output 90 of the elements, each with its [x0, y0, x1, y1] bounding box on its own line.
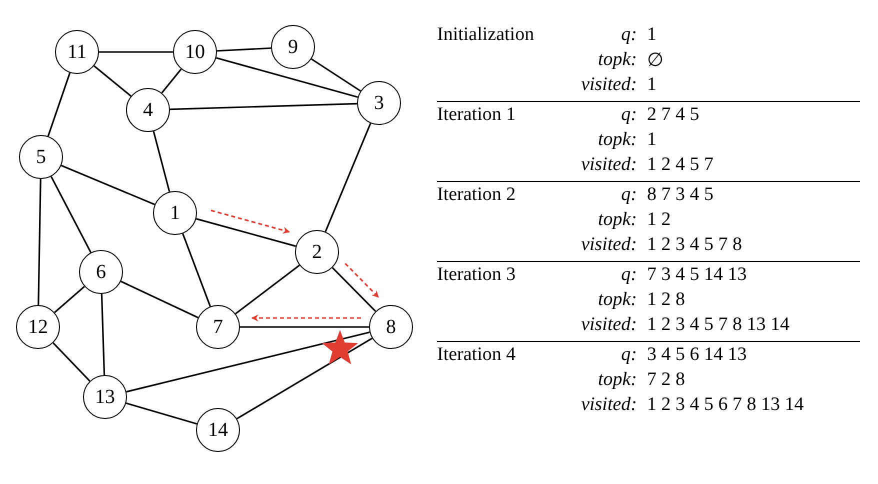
arrow [251, 314, 361, 322]
node-label: 6 [96, 260, 106, 284]
variable-name: topk: [598, 128, 638, 150]
variable-name: q: [621, 24, 638, 46]
graph-edge [170, 102, 358, 110]
variable-value: 1 [647, 24, 656, 46]
variable-value: 1 2 3 4 5 6 7 8 13 14 [647, 394, 804, 416]
node-label: 12 [28, 316, 48, 338]
variable-value: 7 2 8 [647, 368, 685, 390]
variable-name: topk: [598, 48, 638, 70]
variable-value: 1 2 8 [647, 288, 685, 310]
section-heading: Iteration 4 [437, 344, 517, 366]
graph-edge [311, 58, 361, 92]
variable-name: visited: [581, 314, 638, 336]
node-label: 5 [36, 146, 46, 168]
section-heading: Iteration 2 [437, 184, 517, 206]
variable-value: 3 4 5 6 14 13 [647, 344, 747, 366]
node-label: 4 [143, 98, 153, 122]
variable-name: topk: [598, 208, 638, 230]
graph-edge [196, 218, 296, 247]
graph-edge [240, 326, 369, 328]
graph-node [153, 191, 197, 235]
section-heading: Iteration 1 [437, 104, 517, 126]
arrow [210, 210, 290, 234]
variable-name: visited: [581, 234, 638, 256]
graph-node [173, 30, 217, 74]
variable-value: 8 7 3 4 5 [647, 184, 714, 206]
graph-node [369, 305, 413, 349]
graph-node [295, 230, 339, 274]
graph-node [79, 250, 123, 294]
graph-edge [47, 72, 71, 136]
node-label: 11 [67, 40, 87, 64]
variable-value: 7 3 4 5 14 13 [647, 264, 747, 286]
variable-name: visited: [581, 154, 638, 176]
graph-edge [216, 57, 358, 98]
variable-value: 1 2 4 5 7 [647, 154, 714, 176]
variable-value: 1 [647, 128, 656, 150]
graph-edge [161, 68, 182, 94]
graph-node [19, 135, 63, 179]
graph-node [55, 30, 99, 74]
graph-edge [94, 65, 132, 97]
variable-value: 1 2 3 4 5 7 8 [647, 234, 742, 256]
node-label: 1 [170, 202, 180, 224]
variable-value: ∅ [647, 48, 664, 72]
node-label: 2 [312, 240, 322, 264]
arrow [344, 262, 380, 298]
variable-name: q: [621, 344, 638, 366]
graph-edge [61, 164, 155, 206]
graph-edge [38, 178, 42, 306]
graph-node [196, 305, 240, 349]
variable-name: topk: [598, 288, 638, 310]
graph-node [196, 408, 240, 452]
graph-edge [126, 331, 370, 393]
graph-edge [52, 342, 90, 382]
node-label: 14 [208, 418, 228, 442]
node-label: 3 [374, 92, 384, 114]
graph-node [271, 25, 315, 69]
node-label: 10 [185, 40, 205, 64]
section-heading: Initialization [437, 24, 536, 46]
variable-name: visited: [581, 74, 638, 96]
variable-name: q: [621, 104, 638, 126]
graph-node [83, 375, 127, 419]
graph-edge [100, 294, 106, 376]
graph-edge [236, 338, 372, 420]
graph-node [126, 88, 170, 132]
section-heading: Iteration 3 [437, 264, 517, 286]
graph-edge [216, 47, 272, 52]
graph-edge [235, 264, 300, 314]
graph-node [16, 305, 60, 349]
node-label: 9 [288, 36, 298, 58]
graph-edge [120, 280, 198, 318]
graph-edge [152, 131, 170, 192]
graph-edge [324, 123, 372, 232]
variable-value: 1 2 [647, 208, 671, 230]
node-label: 7 [213, 316, 223, 338]
variable-value: 1 2 3 4 5 7 8 13 14 [647, 314, 790, 336]
graph-edge [332, 267, 376, 312]
variable-name: q: [621, 184, 638, 206]
variable-value: 2 7 4 5 [647, 104, 700, 126]
graph-edge [50, 176, 92, 253]
graph-edge [54, 286, 85, 314]
variable-name: q: [621, 264, 638, 286]
graph-edge [126, 402, 198, 425]
variable-name: visited: [581, 394, 638, 416]
node-label: 8 [386, 316, 396, 338]
variable-name: topk: [598, 368, 638, 390]
variable-value: 1 [647, 74, 656, 96]
graph-node [357, 81, 401, 125]
node-label: 13 [95, 386, 115, 408]
graph-edge [99, 51, 173, 53]
